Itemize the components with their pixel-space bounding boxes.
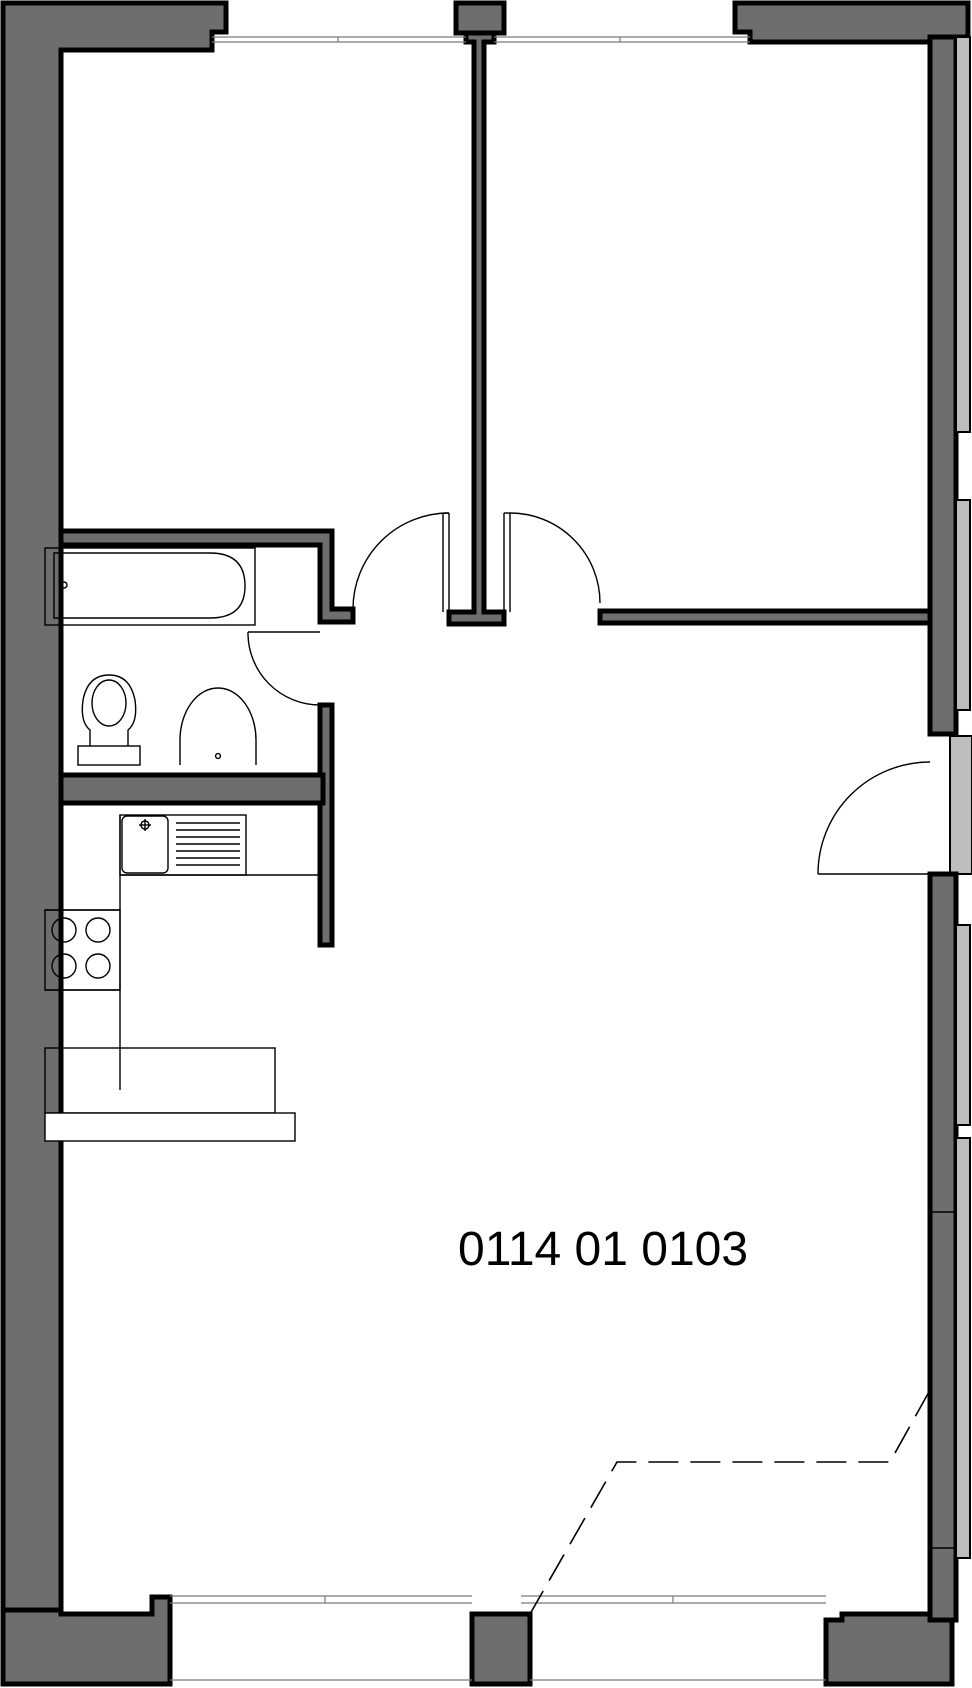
wall-bottom-left	[0, 1594, 173, 1687]
right-wall	[927, 34, 972, 1623]
toilet	[77, 674, 141, 766]
door-entrance	[817, 761, 931, 875]
window-living-right	[521, 1595, 826, 1681]
wall-bottom-center-pier	[469, 1611, 533, 1687]
wall-right-panel-1	[955, 36, 971, 433]
wall-right-upper	[927, 34, 959, 737]
balcony-outline	[529, 1389, 931, 1615]
bathroom	[44, 547, 257, 766]
door-bedroom1	[352, 512, 450, 612]
bathtub	[44, 547, 256, 626]
wall-right-panel-2	[955, 499, 971, 711]
wall-bedroom1-bottom	[58, 528, 356, 625]
window-living-left	[170, 1595, 472, 1681]
interior-walls	[58, 30, 933, 948]
kitchen	[44, 814, 320, 1142]
kitchen-stove	[44, 909, 121, 991]
washbasin	[179, 687, 257, 765]
window-bedroom1	[212, 36, 466, 43]
door-bedroom2	[503, 512, 601, 612]
unit-number-label: 0114 01 0103	[458, 1223, 748, 1276]
dining-counter	[44, 1047, 296, 1142]
window-bedroom2	[494, 36, 750, 43]
wall-bathroom-right	[317, 702, 335, 948]
wall-bathroom-bottom	[58, 772, 326, 806]
wall-top-center-pier	[453, 0, 507, 36]
kitchen-sink	[119, 814, 247, 876]
wall-right-panel-4	[955, 1137, 971, 1559]
wall-top-left	[0, 0, 229, 1641]
wall-right-door-gap	[949, 735, 972, 875]
door-bathroom	[247, 631, 321, 706]
wall-right-lower	[927, 871, 959, 1623]
windows	[170, 36, 826, 1681]
wall-right-panel-3	[955, 924, 971, 1126]
doors	[247, 512, 931, 875]
wall-bedroom2-bottom	[597, 608, 933, 626]
wall-between-bedrooms	[446, 30, 507, 627]
